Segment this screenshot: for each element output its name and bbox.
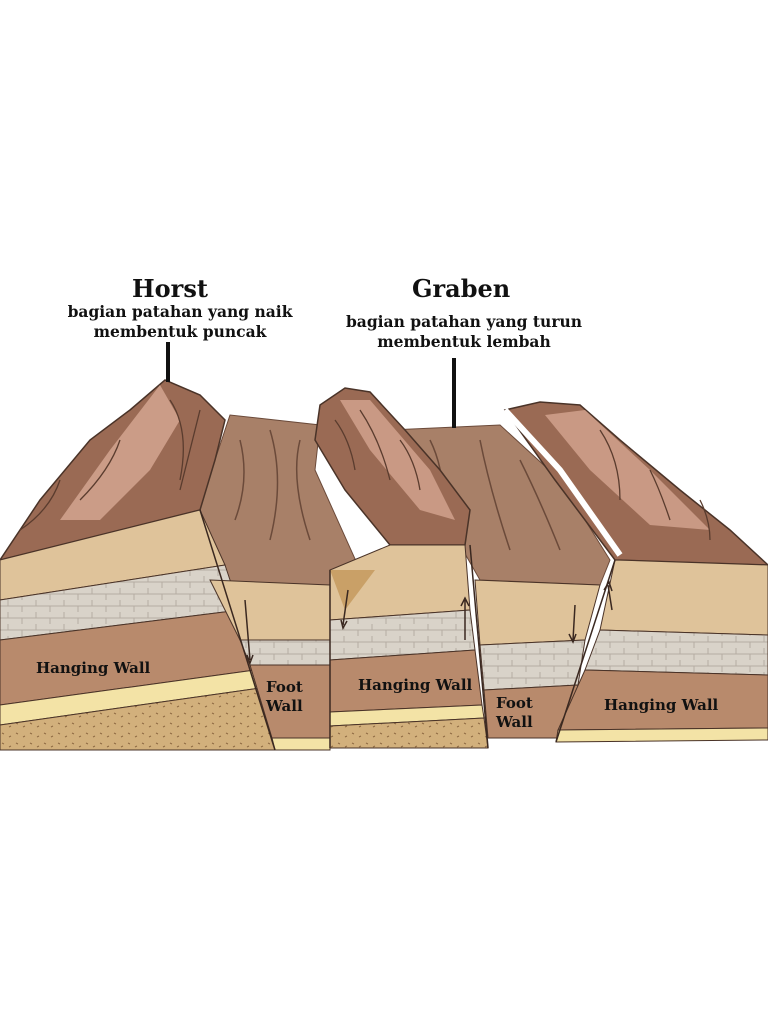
horst-title: Horst <box>132 274 208 303</box>
foot-wall-left-line-1: Foot <box>266 678 303 696</box>
horst-desc-line-1: bagian patahan yang naik <box>67 302 293 321</box>
valley-surface <box>194 414 611 586</box>
foot-wall-left-label: Foot Wall <box>266 678 303 716</box>
horst-desc-line-2: membentuk puncak <box>93 322 267 341</box>
horst-left-mountain <box>0 379 226 561</box>
foot-wall-right-line-2: Wall <box>496 713 533 731</box>
graben-desc-line-1: bagian patahan yang turun <box>345 312 583 331</box>
left-block-strata <box>0 509 276 751</box>
right-foot-wall-block <box>474 579 601 739</box>
graben-description: bagian patahan yang turun membentuk lemb… <box>340 312 588 352</box>
hanging-wall-left-label: Hanging Wall <box>36 659 151 677</box>
graben-title: Graben <box>412 274 511 303</box>
hanging-wall-center-label: Hanging Wall <box>358 676 473 694</box>
graben-desc-line-2: membentuk lembah <box>377 332 551 351</box>
foot-wall-right-label: Foot Wall <box>496 694 533 732</box>
foot-wall-left-line-2: Wall <box>266 697 303 715</box>
hanging-wall-right-label: Hanging Wall <box>604 696 719 714</box>
horst-description: bagian patahan yang naik membentuk punca… <box>64 302 296 342</box>
center-hanging-wall-block <box>329 544 489 749</box>
right-hanging-wall-block <box>555 559 768 743</box>
fault-lines <box>199 509 616 751</box>
foot-wall-right-line-1: Foot <box>496 694 533 712</box>
horst-right-mountain <box>502 401 768 566</box>
middle-peak <box>314 387 471 546</box>
